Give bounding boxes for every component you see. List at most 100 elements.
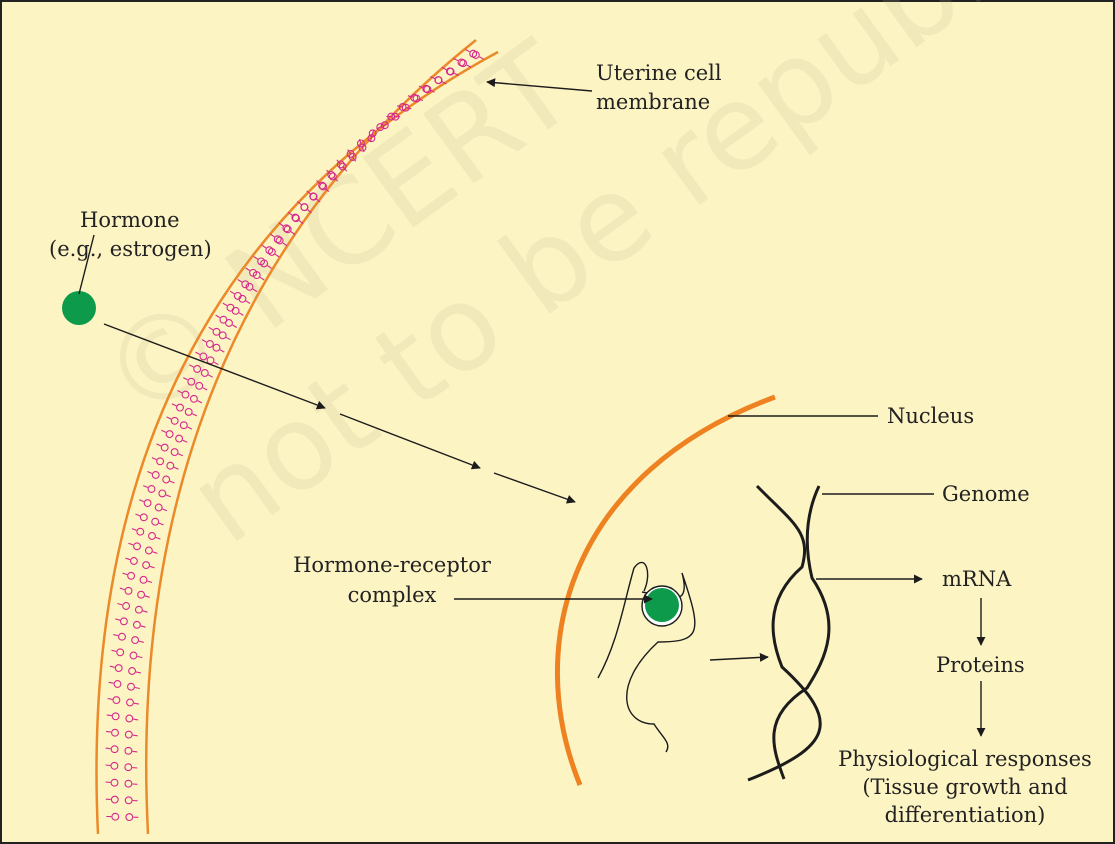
receptor-glyph xyxy=(138,591,150,598)
receptor-glyph xyxy=(219,332,230,340)
membrane-inner-edge xyxy=(146,40,476,834)
receptor-glyph xyxy=(209,327,220,335)
dna-strand-1 xyxy=(748,486,820,780)
receptor-glyph xyxy=(167,462,179,469)
receptor-glyph xyxy=(430,77,442,84)
receptor-glyph xyxy=(106,813,118,820)
receptor-glyph xyxy=(113,633,125,640)
receptor-glyph xyxy=(123,572,135,579)
receptor-glyph xyxy=(201,370,212,378)
receptor-glyph xyxy=(107,713,119,720)
receptor-glyph xyxy=(171,449,183,456)
receptor-glyph xyxy=(189,365,200,373)
responses-label-line-3: differentiation) xyxy=(820,802,1110,829)
receptor-glyph xyxy=(125,764,137,771)
receptor-glyph xyxy=(106,779,118,786)
membrane-label-line-1: Uterine cell xyxy=(596,60,722,87)
receptor-glyph xyxy=(125,797,137,804)
receptor-glyph xyxy=(472,52,483,60)
membrane-receptors xyxy=(106,50,484,821)
receptor-glyph xyxy=(301,204,311,213)
receptor-glyph xyxy=(125,731,137,738)
receptor-glyph xyxy=(196,382,207,390)
nucleus-label: Nucleus xyxy=(887,403,974,430)
receptor-glyph xyxy=(159,490,171,497)
receptor-glyph xyxy=(115,618,127,625)
receptor-glyph xyxy=(106,796,118,803)
receptor-glyph xyxy=(196,352,207,360)
receptor-glyph xyxy=(106,729,118,736)
receptor-glyph xyxy=(149,533,161,540)
receptor-glyph xyxy=(152,458,164,465)
receptor-glyph xyxy=(155,504,167,511)
receptor-glyph xyxy=(146,547,158,554)
genome-label: Genome xyxy=(942,481,1030,508)
receptor-glyph xyxy=(139,500,151,507)
membrane-outer-edge xyxy=(97,52,498,834)
receptor-glyph xyxy=(268,249,279,258)
hormone-label-line-2: (e.g., estrogen) xyxy=(49,236,212,263)
complex-label-line-1: Hormone-receptor xyxy=(272,552,512,579)
receptor-glyph xyxy=(183,378,194,386)
complex-label-line-2: complex xyxy=(272,582,512,609)
receptor-glyph xyxy=(152,518,164,525)
receptor-glyph xyxy=(143,486,155,493)
responses-label-line-2: (Tissue growth and xyxy=(820,774,1110,801)
receptor-glyph xyxy=(167,417,179,424)
receptor-glyph xyxy=(110,665,122,672)
receptor-glyph xyxy=(226,320,237,328)
receptor-glyph xyxy=(185,409,197,416)
receptor-glyph xyxy=(176,435,188,442)
receptor-glyph xyxy=(126,814,138,821)
receptor-glyph xyxy=(453,58,465,65)
plasma-membrane xyxy=(97,40,498,834)
receptor-glyph xyxy=(180,422,191,429)
receptor-glyph xyxy=(109,681,121,688)
receptor-glyph xyxy=(297,202,307,211)
receptor-glyph xyxy=(157,444,169,451)
receptor-glyph xyxy=(134,621,146,628)
receptor-glyph xyxy=(136,606,148,613)
membrane-label-line-2: membrane xyxy=(596,89,710,116)
receptor-glyph xyxy=(132,637,144,644)
receptor-glyph xyxy=(106,746,118,753)
receptor-glyph xyxy=(125,558,137,565)
receptor-glyph xyxy=(276,237,287,246)
receptor-glyph xyxy=(129,543,141,550)
receptor-glyph xyxy=(465,50,476,58)
receptor-glyph xyxy=(129,668,141,675)
receptor-glyph xyxy=(132,528,144,535)
complex-to-genome-arrow xyxy=(710,657,768,660)
receptor-glyph xyxy=(147,472,159,479)
dna-strand-2 xyxy=(774,486,829,779)
receptor-glyph xyxy=(246,283,257,291)
proteins-label: Proteins xyxy=(936,652,1025,679)
genome-double-helix xyxy=(748,486,829,780)
receptor-glyph xyxy=(106,762,118,769)
receptor-glyph xyxy=(125,780,137,787)
receptor-glyph xyxy=(117,603,129,610)
receptor-glyph xyxy=(213,344,224,352)
receptor-glyph xyxy=(238,280,249,288)
receptor-glyph xyxy=(163,476,175,483)
receptor-glyph xyxy=(108,697,120,704)
receptor-glyph xyxy=(127,699,139,706)
hormone-molecule xyxy=(62,291,96,325)
receptor-glyph xyxy=(128,683,140,690)
receptor-glyph xyxy=(143,562,155,569)
hormone-bound-receptor xyxy=(645,588,679,622)
receptor-glyph xyxy=(178,391,189,399)
entry-arrow-3 xyxy=(494,473,575,502)
receptor-glyph xyxy=(191,395,202,403)
responses-label-line-1: Physiological responses xyxy=(820,746,1110,773)
receptor-glyph xyxy=(202,340,213,348)
receptor-glyph xyxy=(216,315,227,323)
receptor-glyph xyxy=(130,652,142,659)
receptor-glyph xyxy=(262,245,273,253)
receptor-glyph xyxy=(172,404,184,411)
receptor-glyph xyxy=(126,715,138,722)
entry-arrow-1 xyxy=(104,324,325,408)
receptor-glyph xyxy=(125,747,137,754)
mrna-label: mRNA xyxy=(942,566,1011,593)
